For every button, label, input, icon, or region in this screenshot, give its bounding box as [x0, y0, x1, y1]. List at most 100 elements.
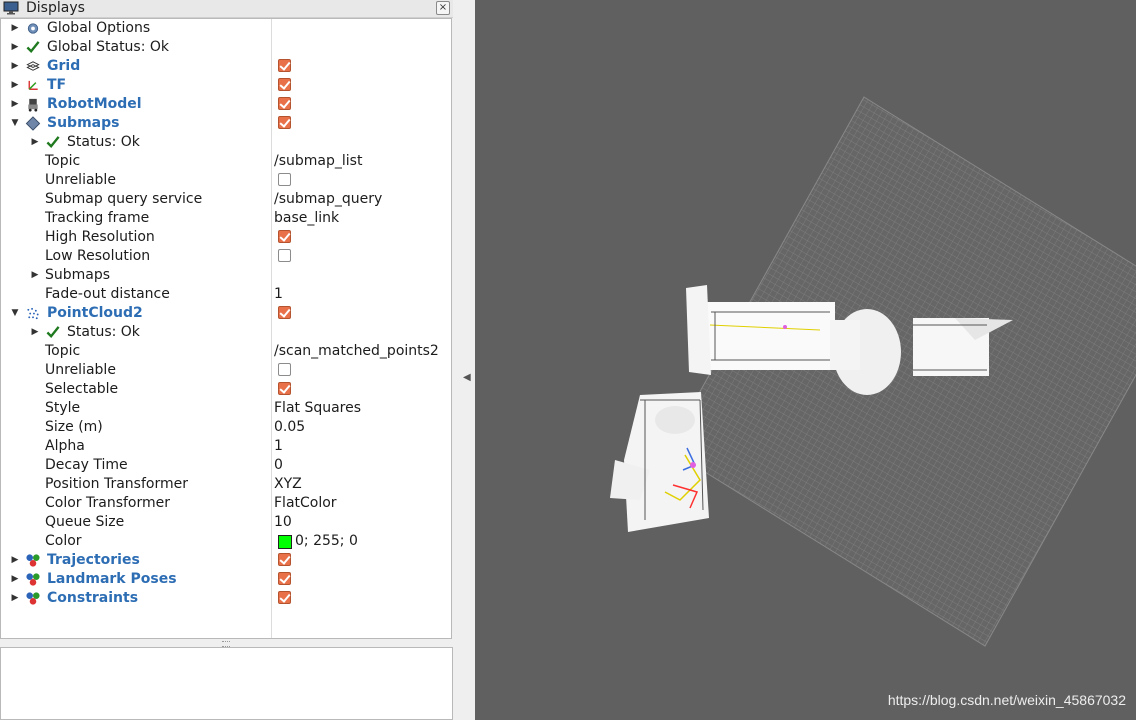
tree-row-size-m[interactable]: Size (m)0.05 — [1, 418, 451, 437]
expand-right-arrow-icon[interactable]: ▶ — [11, 574, 19, 584]
property-value[interactable]: 1 — [274, 286, 283, 302]
property-value[interactable]: XYZ — [274, 476, 302, 492]
tree-label: Unreliable — [45, 362, 116, 378]
enable-checkbox[interactable] — [278, 116, 291, 129]
tree-row-fade-out-distance[interactable]: Fade-out distance 1 — [1, 285, 451, 304]
expand-right-arrow-icon[interactable]: ▶ — [11, 80, 19, 90]
tree-label: Color — [45, 533, 82, 549]
tree-row-submap-query-service[interactable]: Submap query service/submap_query — [1, 190, 451, 209]
tree-label: Submaps — [45, 267, 111, 283]
tree-row-robotmodel[interactable]: ▶ RobotModel — [1, 95, 451, 114]
tree-row-status-ok[interactable]: ▶ Status: Ok — [1, 133, 451, 152]
tree-row-constraints[interactable]: ▶Constraints — [1, 589, 451, 608]
tree-label: Fade-out distance — [45, 286, 170, 302]
tree-label: Queue Size — [45, 514, 125, 530]
property-value[interactable]: 1 — [274, 438, 283, 454]
enable-checkbox[interactable] — [278, 59, 291, 72]
tree-row-high-resolution[interactable]: High Resolution — [1, 228, 451, 247]
expand-right-arrow-icon[interactable]: ▶ — [31, 327, 39, 337]
tree-label: Status: Ok — [67, 134, 140, 150]
expand-right-arrow-icon[interactable]: ▶ — [11, 42, 19, 52]
tree-label: Color Transformer — [45, 495, 171, 511]
tree-row-tf[interactable]: ▶ TF — [1, 76, 451, 95]
scan-points-overlay — [664, 324, 821, 509]
watermark: https://blog.csdn.net/weixin_45867032 — [887, 692, 1126, 708]
expand-down-arrow-icon[interactable]: ▼ — [11, 118, 19, 128]
panel-splitter[interactable] — [0, 639, 453, 647]
tree-label: PointCloud2 — [47, 305, 143, 321]
tree-row-grid[interactable]: ▶Grid — [1, 57, 451, 76]
tree-row-color-transformer[interactable]: Color Transformer FlatColor — [1, 494, 451, 513]
tree-row-global-options[interactable]: ▶Global Options — [1, 19, 451, 38]
check-icon — [46, 326, 60, 339]
tree-label: Landmark Poses — [47, 571, 177, 587]
expand-right-arrow-icon[interactable]: ▶ — [11, 61, 19, 71]
enable-checkbox[interactable] — [278, 230, 291, 243]
property-value[interactable]: /scan_matched_points2 — [274, 343, 439, 359]
tree-label: Topic — [45, 343, 81, 359]
tree-label: Submap query service — [45, 191, 203, 207]
enable-checkbox[interactable] — [278, 382, 291, 395]
enable-checkbox[interactable] — [278, 78, 291, 91]
enable-checkbox[interactable] — [278, 306, 291, 319]
3d-viewport[interactable]: https://blog.csdn.net/weixin_45867032 — [475, 0, 1136, 720]
property-value[interactable]: /submap_query — [274, 191, 383, 207]
property-value[interactable]: 10 — [274, 514, 292, 530]
tree-row-low-resolution[interactable]: Low Resolution — [1, 247, 451, 266]
tree-row-unreliable[interactable]: Unreliable — [1, 361, 451, 380]
enable-checkbox[interactable] — [278, 97, 291, 110]
map-render — [610, 96, 1136, 647]
tree-row-status-ok[interactable]: ▶Status: Ok — [1, 323, 451, 342]
displays-panel: Displays × ▶Global Options▶Global Status… — [0, 0, 453, 720]
expand-right-arrow-icon[interactable]: ▶ — [11, 593, 19, 603]
close-button[interactable]: × — [436, 1, 450, 15]
vertical-splitter[interactable] — [453, 0, 475, 720]
tree-label: RobotModel — [47, 96, 142, 112]
tree-row-trajectories[interactable]: ▶Trajectories — [1, 551, 451, 570]
expand-down-arrow-icon[interactable]: ▼ — [11, 308, 19, 318]
tree-row-topic[interactable]: Topic/submap_list — [1, 152, 451, 171]
pointcloud-icon — [27, 307, 39, 320]
expand-right-arrow-icon[interactable]: ▶ — [11, 555, 19, 565]
expand-right-arrow-icon[interactable]: ▶ — [31, 270, 39, 280]
tree-row-position-transformer[interactable]: Position Transformer XYZ — [1, 475, 451, 494]
enable-checkbox[interactable] — [278, 249, 291, 262]
property-value[interactable]: 0 — [274, 457, 283, 473]
enable-checkbox[interactable] — [278, 572, 291, 585]
markers-icon — [26, 573, 40, 586]
expand-right-arrow-icon[interactable]: ▶ — [11, 99, 19, 109]
tree-row-global-status-ok[interactable]: ▶Global Status: Ok — [1, 38, 451, 57]
expand-right-arrow-icon[interactable]: ▶ — [31, 137, 39, 147]
property-value[interactable]: 0; 255; 0 — [295, 533, 358, 549]
tree-label: Position Transformer — [45, 476, 188, 492]
tree-row-selectable[interactable]: Selectable — [1, 380, 451, 399]
tree-row-topic[interactable]: Topic/scan_matched_points2 — [1, 342, 451, 361]
tree-row-submaps[interactable]: ▶ Submaps — [1, 266, 451, 285]
tree-row-submaps[interactable]: ▼Submaps — [1, 114, 451, 133]
splitter-grip[interactable] — [222, 641, 230, 647]
tree-row-queue-size[interactable]: Queue Size 10 — [1, 513, 451, 532]
collapse-left-arrow-icon[interactable]: ◀ — [463, 372, 471, 383]
displays-titlebar: Displays × — [0, 0, 453, 18]
tree-row-color[interactable]: Color 0; 255; 0 — [1, 532, 451, 551]
property-value[interactable]: Flat Squares — [274, 400, 362, 416]
expand-right-arrow-icon[interactable]: ▶ — [11, 23, 19, 33]
tree-row-pointcloud2[interactable]: ▼ PointCloud2 — [1, 304, 451, 323]
property-value[interactable]: FlatColor — [274, 495, 337, 511]
enable-checkbox[interactable] — [278, 591, 291, 604]
tree-label: TF — [47, 77, 67, 93]
tree-row-unreliable[interactable]: Unreliable — [1, 171, 451, 190]
tree-row-landmark-poses[interactable]: ▶ Landmark Poses — [1, 570, 451, 589]
enable-checkbox[interactable] — [278, 173, 291, 186]
color-swatch[interactable] — [278, 535, 292, 549]
property-value[interactable]: /submap_list — [274, 153, 363, 169]
property-value[interactable]: base_link — [274, 210, 340, 226]
property-value[interactable]: 0.05 — [274, 419, 306, 435]
enable-checkbox[interactable] — [278, 553, 291, 566]
panel-title: Displays — [26, 0, 85, 16]
enable-checkbox[interactable] — [278, 363, 291, 376]
